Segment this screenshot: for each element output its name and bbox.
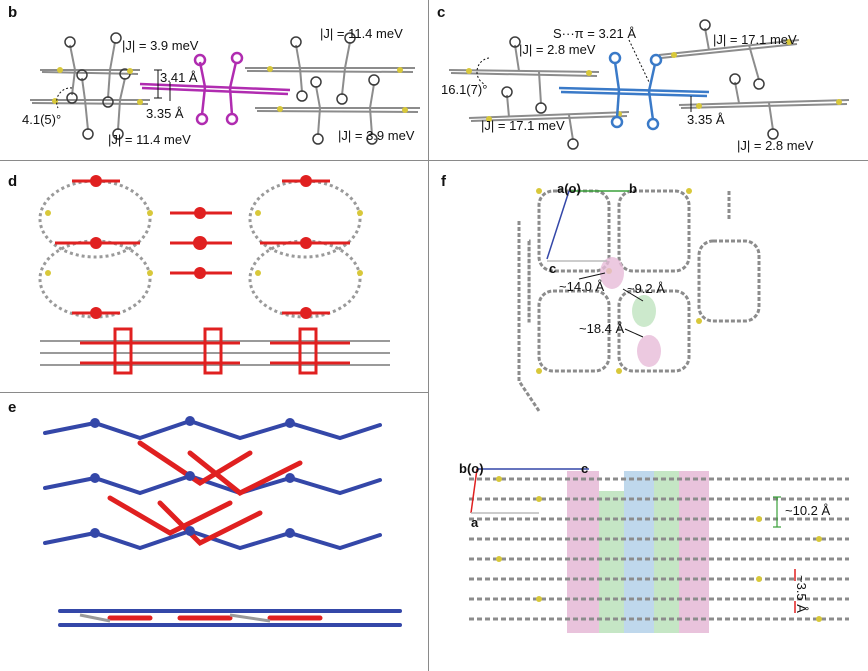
c-j-bottom-left: |J| = 17.1 meV: [481, 118, 565, 133]
panel-c: c S···π = 3.21 Å |J| = 2.8 meV |J| = 17.…: [429, 0, 868, 160]
c-j-bottom-right: |J| = 2.8 meV: [737, 138, 814, 153]
panel-f: f a(o) b c ~14.0 Å ~9.2 Å ~18.4 Å b(o) c…: [429, 161, 868, 671]
panel-b-molecules: [30, 32, 420, 145]
panel-d: d: [0, 161, 428, 392]
horizontal-divider-left: [0, 392, 428, 393]
b-j-bottom-left: |J| = 11.4 meV: [108, 132, 191, 147]
f-axis-a-lower: a: [471, 515, 479, 530]
b-j-top-left: |J| = 3.9 meV: [122, 38, 199, 53]
b-distance-335: 3.35 Å: [146, 106, 184, 121]
panel-label-f: f: [441, 173, 446, 190]
f-axis-b-origin: b(o): [459, 461, 484, 476]
panel-f-framework: [469, 188, 849, 633]
b-j-bottom-right: |J| = 3.9 meV: [338, 128, 415, 143]
b-j-top-right: |J| = 11.4 meV: [320, 26, 403, 41]
f-distance-35: ~3.5 Å: [794, 575, 809, 613]
panel-b: b |J| = 3.9 meV |J| = 11.4 meV 3.41 Å 3.…: [0, 0, 428, 160]
panel-label-e: e: [8, 399, 17, 416]
f-distance-184: ~18.4 Å: [579, 321, 625, 336]
panel-e: e: [0, 393, 428, 671]
panel-label-d: d: [8, 173, 18, 190]
b-angle: 4.1(5)°: [22, 112, 62, 127]
c-distance-335: 3.35 Å: [687, 112, 725, 127]
b-distance-341: 3.41 Å: [160, 70, 198, 85]
vertical-divider: [428, 0, 429, 671]
c-j-left: |J| = 2.8 meV: [519, 42, 596, 57]
f-axis-c: c: [549, 261, 557, 276]
f-axis-b: b: [629, 181, 637, 196]
f-distance-140: ~14.0 Å: [559, 279, 605, 294]
f-distance-92: ~9.2 Å: [627, 281, 665, 296]
panel-d-framework: [38, 175, 390, 375]
panel-label-c: c: [437, 4, 446, 21]
c-j-right: |J| = 17.1 meV: [713, 32, 797, 47]
f-axis-a-origin: a(o): [557, 181, 581, 196]
c-s-pi: S···π = 3.21 Å: [553, 26, 637, 41]
f-distance-102: ~10.2 Å: [785, 503, 831, 518]
panel-label-b: b: [8, 4, 18, 21]
c-angle: 16.1(7)°: [441, 82, 488, 97]
horizontal-divider-top: [0, 160, 868, 161]
panel-e-framework: [43, 416, 402, 627]
panel-c-molecules: [448, 19, 850, 150]
f-axis-c-lower: c: [581, 461, 589, 476]
